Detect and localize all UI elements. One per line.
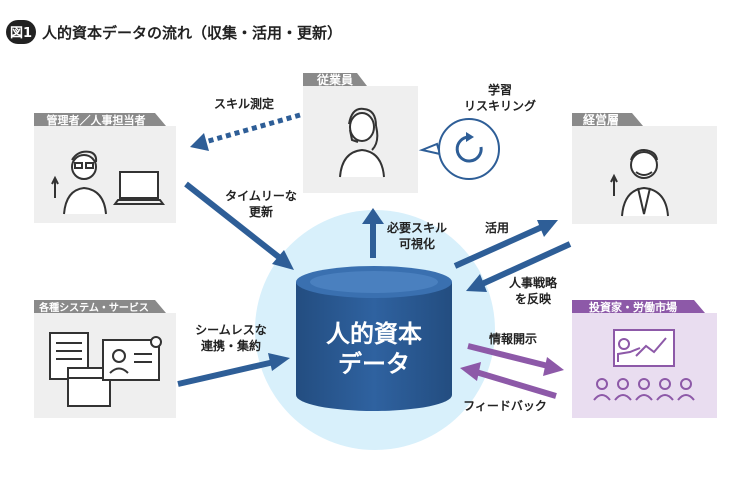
senior-man-suit-icon <box>610 148 669 217</box>
node-employee: 従業員 <box>303 72 418 193</box>
documents-id-card-icon <box>49 332 162 407</box>
center-label-line2: データ <box>338 350 410 378</box>
label-disclosure: 情報開示 <box>489 331 537 346</box>
node-executive: 経営層 <box>572 112 717 224</box>
label-skill-measure: スキル測定 <box>214 96 274 111</box>
presentation-audience-icon <box>593 329 695 401</box>
label-strategy-2: を反映 <box>515 291 552 306</box>
human-capital-database: 人的資本 データ <box>296 266 452 411</box>
figure-title: 人的資本データの流れ（収集・活用・更新） <box>42 24 342 42</box>
arrow-utilize: 活用 <box>453 220 558 269</box>
arrow-feedback: フィードバック <box>460 362 557 413</box>
node-investors-label: 投資家・労働市場 <box>589 300 677 314</box>
refresh-cycle-icon <box>455 135 483 163</box>
label-timely-1: タイムリーな <box>225 189 297 203</box>
arrow-disclosure: 情報開示 <box>467 331 564 376</box>
figure-badge: 図1 <box>10 26 32 41</box>
learning-bubble: 学習 リスキリング <box>418 82 536 180</box>
woman-headset-icon <box>339 107 385 178</box>
figure-badge-bg <box>6 20 36 44</box>
label-seamless-2: 連携・集約 <box>201 338 261 353</box>
arrow-hr-strategy: 人事戦略 を反映 <box>466 241 572 306</box>
label-seamless-1: シームレスな <box>195 323 267 337</box>
node-employee-label: 従業員 <box>316 72 353 87</box>
label-visualize-1: 必要スキル <box>386 220 447 235</box>
label-feedback: フィードバック <box>463 399 547 413</box>
label-visualize-2: 可視化 <box>399 236 435 251</box>
node-executive-label: 経営層 <box>583 112 619 127</box>
node-hr-manager: 管理者／人事担当者 <box>34 113 176 223</box>
arrow-seamless-link: シームレスな 連携・集約 <box>177 323 290 387</box>
node-systems: 各種システム・サービス <box>34 300 176 418</box>
node-hr-manager-label: 管理者／人事担当者 <box>47 113 146 127</box>
label-learning-2: リスキリング <box>464 98 536 113</box>
arrow-skill-measure: スキル測定 <box>190 96 301 151</box>
label-learning-1: 学習 <box>488 82 512 97</box>
arrow-visualize-skills: 必要スキル 可視化 <box>362 208 447 258</box>
man-glasses-laptop-icon <box>51 150 165 215</box>
node-systems-label: 各種システム・サービス <box>38 301 149 314</box>
label-timely-2: 更新 <box>249 204 273 219</box>
center-label-line1: 人的資本 <box>326 320 422 348</box>
node-investors: 投資家・労働市場 <box>572 300 717 418</box>
label-strategy-1: 人事戦略 <box>509 275 558 290</box>
figure-header: 図1 人的資本データの流れ（収集・活用・更新） <box>6 20 342 44</box>
label-utilize: 活用 <box>485 220 509 235</box>
arrow-timely-update: タイムリーな 更新 <box>184 181 297 270</box>
